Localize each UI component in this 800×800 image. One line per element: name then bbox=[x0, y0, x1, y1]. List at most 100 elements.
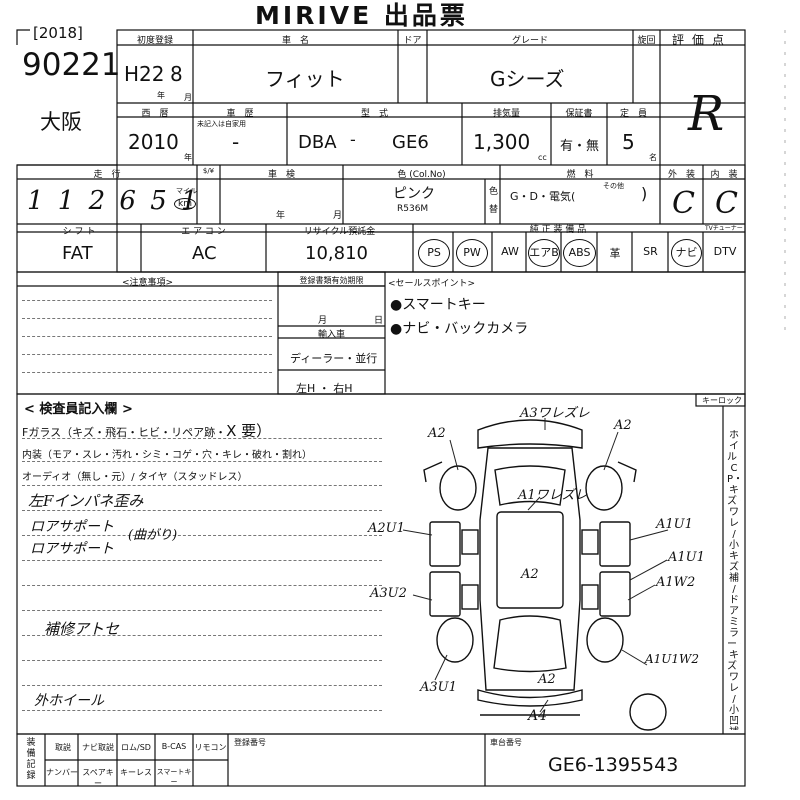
ac-label: エ ア コ ン bbox=[181, 227, 226, 237]
inspection-label: 車 検 bbox=[267, 170, 295, 180]
inspector-line bbox=[22, 438, 382, 439]
damage-mark-left-quarter: A3U1 bbox=[420, 680, 457, 695]
inspector-line bbox=[22, 535, 382, 536]
rating-label-3: 点 bbox=[712, 33, 733, 47]
handwritten-note-5: 補修アトセ bbox=[44, 620, 120, 638]
month-unit: 月 bbox=[184, 93, 192, 102]
damage-mark-left-front-door: A2U1 bbox=[368, 521, 405, 536]
damage-mark-left-fender: A2 bbox=[428, 426, 446, 441]
mileage-unit-km: km bbox=[174, 198, 196, 210]
recycle-fee: 10,810 bbox=[305, 243, 368, 264]
footer-label-spare-key: スペアキー bbox=[82, 768, 114, 788]
footer-label-navi-manual: ナビ取説 bbox=[82, 743, 114, 752]
color-code: R536M bbox=[397, 204, 429, 214]
equipment-dtv: DTV bbox=[713, 245, 737, 258]
car-name: フィット bbox=[265, 67, 345, 91]
inspector-line bbox=[22, 685, 382, 686]
grade-label: グレード bbox=[511, 36, 548, 46]
car-diagram bbox=[423, 419, 667, 731]
equipment-pw: PW bbox=[456, 239, 488, 267]
type-code: GE6 bbox=[392, 132, 429, 153]
history-label: 車 歴 bbox=[226, 109, 254, 119]
damage-side-text: ホイル・CP・キズ・ワレ / 小キズ補 / ドアミラー・キズ・ワレ / 小凹補 … bbox=[727, 430, 741, 730]
caution-line bbox=[22, 300, 272, 301]
damage-mark-rear-bumper: A4 bbox=[528, 708, 548, 724]
rating-label-1: 評 bbox=[672, 33, 693, 47]
inspector-line bbox=[22, 485, 382, 486]
equipment-ps: PS bbox=[418, 239, 450, 267]
reg-number-label: 登録番号 bbox=[234, 738, 266, 747]
equipment-label: 純 正 装 備 品 bbox=[529, 225, 587, 235]
handwritten-note-1: 左Fインパネ歪み bbox=[28, 492, 144, 510]
interior-grade: C bbox=[715, 186, 738, 221]
inspection-month-unit: 月 bbox=[333, 211, 343, 221]
handle-side: 左H ・ 右H bbox=[296, 382, 353, 395]
equipment-leather: 革 bbox=[609, 247, 621, 260]
inspector-line bbox=[22, 610, 382, 611]
sheet-year: [2018] bbox=[33, 24, 83, 42]
inspector-line bbox=[22, 510, 382, 511]
inspector-line bbox=[22, 585, 382, 586]
interior-condition-line: 内装（モア・スレ・汚れ・シミ・コゲ・穴・キレ・破れ・割れ） bbox=[22, 450, 312, 461]
equipment-airbag: エアB bbox=[528, 239, 560, 267]
damage-mark-right-front-door: A1U1 bbox=[656, 517, 693, 532]
history-note: 未記入は自家用 bbox=[197, 120, 246, 128]
shift-col-label: 旋回 bbox=[637, 36, 656, 46]
equipment-navi: ナビ bbox=[671, 239, 702, 267]
selling-point-1: ●スマートキー bbox=[390, 297, 486, 313]
history-value: - bbox=[232, 130, 240, 154]
damage-mark-front-bumper: A3ワレズレ bbox=[520, 406, 590, 421]
damage-mark-left-rear-door: A3U2 bbox=[370, 586, 407, 601]
door-label: ドア bbox=[403, 36, 422, 46]
color-label: 色 (Col.No) bbox=[397, 170, 446, 180]
type-label: 型 式 bbox=[360, 109, 388, 119]
rating-label-2: 価 bbox=[692, 33, 713, 47]
chassis-label: 車台番号 bbox=[490, 738, 522, 747]
caution-label: <注意事項> bbox=[121, 278, 174, 288]
mileage: 1 1 2 6 5 1 bbox=[27, 186, 201, 216]
capacity-unit: 名 bbox=[649, 153, 657, 162]
handwritten-note-3: ロアサポート bbox=[30, 541, 114, 557]
color-change-label: 色 替 bbox=[489, 183, 498, 219]
mileage-unit-mile: マイル bbox=[176, 187, 197, 195]
footer-label-number: ナンバー bbox=[46, 768, 78, 777]
year-unit: 年 bbox=[157, 91, 165, 100]
inspector-line bbox=[22, 635, 382, 636]
handwritten-note-6: 外ホイール bbox=[34, 693, 104, 709]
tv-tuner-label: TVチューナー bbox=[705, 225, 743, 232]
shift-label: シ フ ト bbox=[62, 227, 96, 237]
reg-month: 8 bbox=[170, 62, 183, 86]
capacity-label: 定 員 bbox=[619, 109, 647, 119]
inspector-line bbox=[22, 660, 382, 661]
audio-tire-line: オーディオ（無し・元）/ タイヤ（スタッドレス） bbox=[22, 472, 248, 483]
inspector-title: < 検査員記入欄 > bbox=[24, 402, 133, 417]
equipment-aw: AW bbox=[501, 245, 519, 258]
damage-mark-hood: A1ワレズレ bbox=[518, 488, 588, 503]
footer-label-remote: リモコン bbox=[194, 743, 227, 752]
shift: FAT bbox=[62, 243, 93, 264]
footer-label-keyless: キーレス bbox=[120, 768, 152, 777]
rating-value: R bbox=[688, 86, 725, 142]
fuel-options: G・D・電気( bbox=[510, 190, 576, 203]
handwritten-note-2: ロアサポート bbox=[30, 519, 114, 535]
mileage-label: 走 行 bbox=[93, 170, 121, 180]
damage-mark-right-fender: A2 bbox=[614, 418, 632, 433]
capacity: 5 bbox=[622, 130, 635, 154]
type-prefix: DBA bbox=[298, 132, 337, 153]
caution-line bbox=[22, 354, 272, 355]
fuel-label: 燃 料 bbox=[566, 170, 594, 180]
lot-number: 90221 bbox=[22, 47, 121, 83]
model-year: H22 bbox=[124, 62, 165, 86]
western-year: 2010 bbox=[128, 130, 179, 154]
cc-label: 排気量 bbox=[492, 109, 520, 119]
color-change-2: 替 bbox=[489, 205, 499, 215]
recycle-label: リサイクル預託金 bbox=[303, 227, 376, 237]
warranty: 有・無 bbox=[560, 139, 600, 154]
footer-label-manual: 取説 bbox=[55, 743, 71, 752]
interior-label: 内 装 bbox=[710, 170, 738, 180]
handwritten-note-4: (曲がり) bbox=[128, 528, 178, 543]
footer-label-bcas: B-CAS bbox=[161, 742, 187, 751]
equipment-abs: ABS bbox=[563, 239, 596, 267]
grade: Gシーズ bbox=[490, 67, 565, 91]
inspector-line bbox=[22, 560, 382, 561]
